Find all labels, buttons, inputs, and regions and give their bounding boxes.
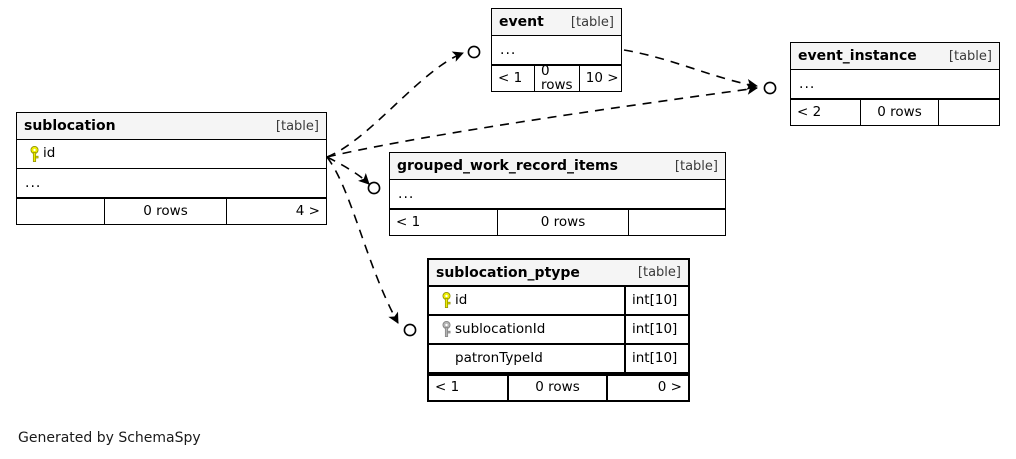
footer-row-count: 0 rows	[535, 64, 580, 91]
table-node-event[interactable]: event [table] ... < 1 0 rows 10 >	[491, 8, 622, 92]
column-name-cell: sublocationId	[429, 321, 624, 338]
table-row: ...	[791, 70, 999, 99]
column-name: ...	[398, 187, 415, 201]
table-title-event-instance: event_instance	[798, 48, 917, 64]
table-node-sublocation[interactable]: sublocation [table] id ... 0 ro	[16, 112, 327, 225]
generated-by-caption: Generated by SchemaSpy	[18, 430, 201, 446]
table-node-event-instance[interactable]: event_instance [table] ... < 2 0 rows	[790, 42, 1000, 126]
table-title-sublocation: sublocation	[24, 118, 116, 134]
table-row: id int[10]	[429, 287, 688, 316]
table-type-label-event: [table]	[570, 14, 614, 30]
footer-child-count: 0 >	[657, 379, 682, 396]
footer-parent-count	[17, 199, 105, 224]
table-title-sublocation-ptype: sublocation_ptype	[436, 264, 580, 281]
table-row: ...	[390, 180, 725, 209]
table-type-label-event-instance: [table]	[948, 48, 992, 64]
column-datatype: int[10]	[624, 345, 688, 372]
table-type-label-sublocation: [table]	[275, 118, 319, 134]
table-title-grouped-work-record-items: grouped_work_record_items	[397, 158, 618, 174]
table-footer-sublocation-ptype: < 1 0 rows 0 >	[429, 374, 688, 400]
footer-child-count	[939, 100, 999, 125]
column-label: id	[43, 145, 56, 162]
column-name-cell: id	[429, 292, 624, 309]
column-name-cell: patronTypeId	[429, 352, 624, 366]
edge-event-to-event-instance	[623, 49, 777, 95]
footer-parent-count: < 2	[791, 100, 861, 125]
table-type-label-sublocation-ptype: [table]	[637, 265, 681, 280]
table-row: ...	[17, 169, 326, 198]
edge-sublocation-to-grouped-work-record-items	[326, 156, 381, 195]
footer-parent-count: < 1	[429, 376, 509, 400]
footer-parent-count: < 1	[390, 210, 498, 235]
table-title-event: event	[499, 14, 544, 30]
table-row: ...	[492, 36, 621, 65]
footer-row-count: 0 rows	[509, 376, 608, 400]
footer-row-count: 0 rows	[105, 199, 227, 224]
footer-parent-count: < 1	[492, 66, 535, 91]
table-row: id	[17, 140, 326, 169]
column-datatype: int[10]	[624, 287, 688, 314]
edge-sublocation-to-event-instance	[326, 83, 758, 158]
table-footer-event: < 1 0 rows 10 >	[492, 64, 621, 91]
column-label: id	[455, 292, 468, 308]
primary-key-icon	[437, 292, 455, 309]
table-type-label-grouped-work-record-items: [table]	[674, 158, 718, 174]
footer-child-count: 4 >	[295, 202, 320, 219]
table-header-event-instance: event_instance [table]	[791, 43, 999, 70]
column-label: patronTypeId	[455, 351, 543, 366]
footer-child-count	[629, 210, 725, 235]
foreign-key-icon	[437, 321, 455, 338]
table-node-sublocation-ptype[interactable]: sublocation_ptype [table] id int[10]	[427, 258, 690, 402]
table-row: sublocationId int[10]	[429, 316, 688, 345]
table-header-sublocation-ptype: sublocation_ptype [table]	[429, 260, 688, 287]
table-footer-sublocation: 0 rows 4 >	[17, 198, 326, 224]
footer-row-count: 0 rows	[861, 100, 939, 125]
column-name: ...	[799, 77, 816, 91]
table-footer-grouped-work-record-items: < 1 0 rows	[390, 209, 725, 235]
table-footer-event-instance: < 2 0 rows	[791, 99, 999, 125]
edge-sublocation-to-event	[326, 45, 481, 158]
footer-child-count: 10 >	[585, 69, 619, 86]
footer-row-count: 0 rows	[498, 210, 629, 235]
table-header-grouped-work-record-items: grouped_work_record_items [table]	[390, 153, 725, 180]
table-header-event: event [table]	[492, 9, 621, 36]
column-name: ...	[500, 43, 517, 57]
column-name: ...	[25, 176, 42, 190]
table-node-grouped-work-record-items[interactable]: grouped_work_record_items [table] ... < …	[389, 152, 726, 236]
column-datatype: int[10]	[624, 316, 688, 343]
column-label: sublocationId	[455, 321, 546, 337]
table-header-sublocation: sublocation [table]	[17, 113, 326, 140]
table-row: patronTypeId int[10]	[429, 345, 688, 374]
primary-key-icon	[25, 145, 43, 163]
column-name-cell: id	[17, 145, 326, 163]
